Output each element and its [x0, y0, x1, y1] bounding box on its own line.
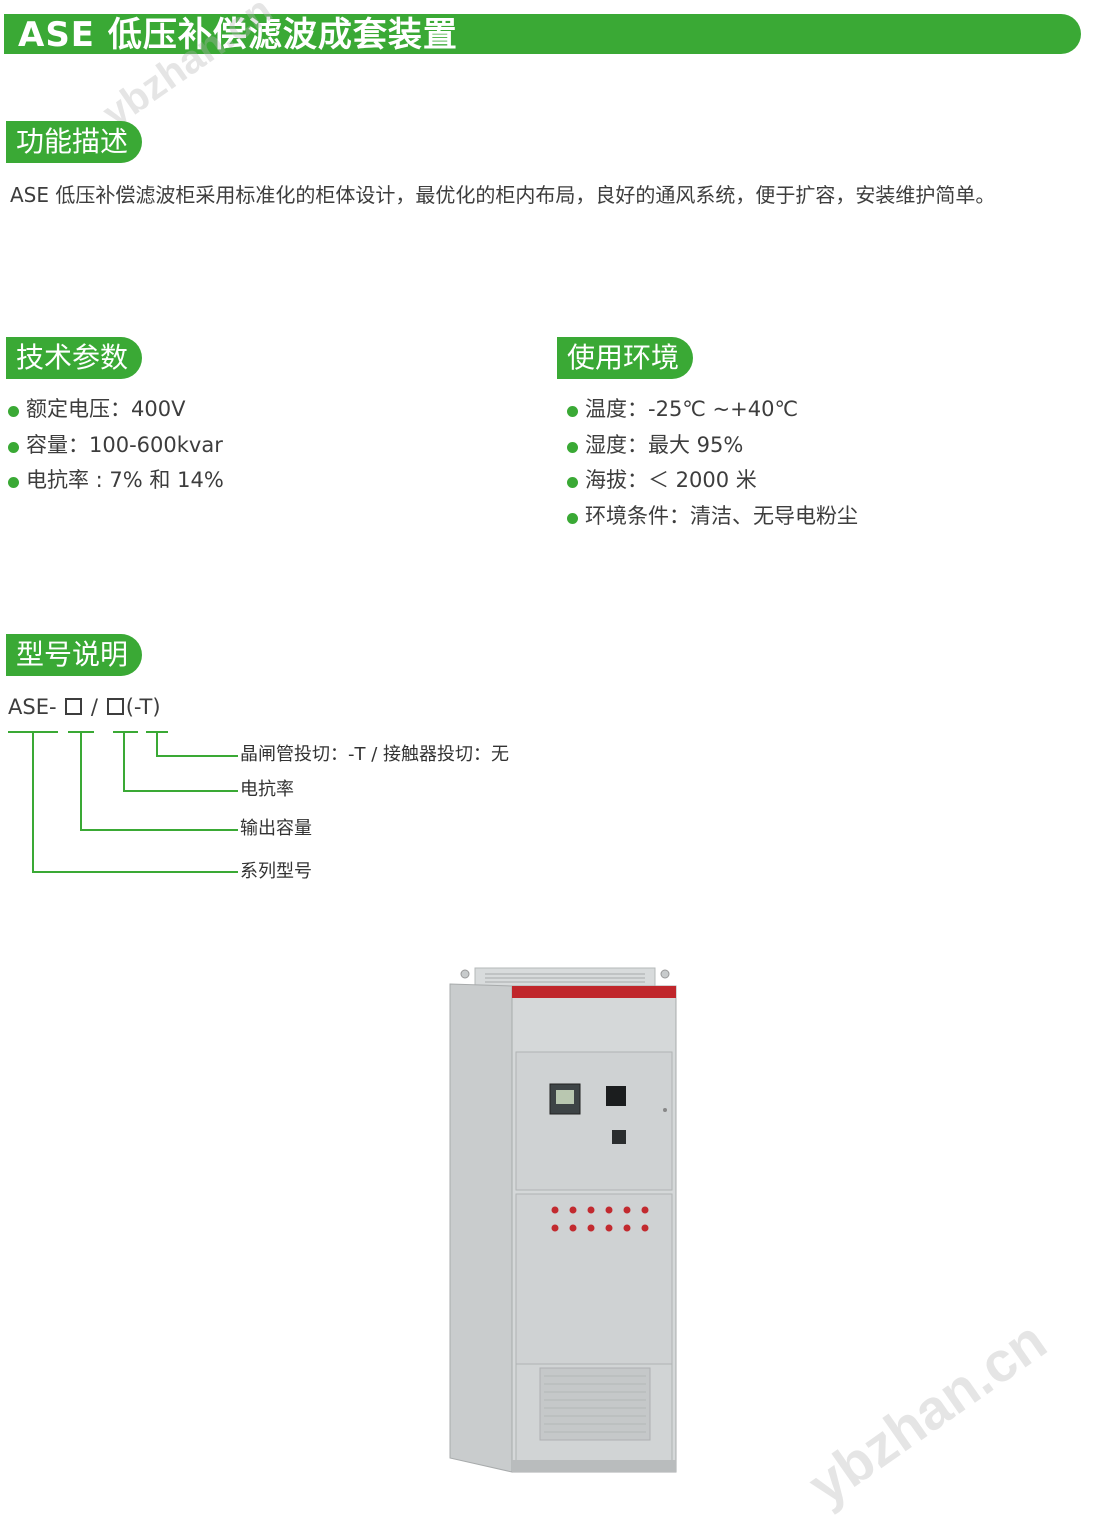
meter-display: [556, 1090, 574, 1104]
legend-series: 系列型号: [240, 861, 312, 882]
door-lock-icon: [663, 1108, 667, 1112]
section-heading-tech: 技术参数: [6, 337, 143, 379]
indicator-square: [606, 1086, 626, 1106]
legend-reactance: 电抗率: [240, 779, 294, 800]
function-description: ASE 低压补偿滤波柜采用标准化的柜体设计，最优化的柜内布局，良好的通风系统，便…: [10, 183, 996, 207]
section-heading-function: 功能描述: [6, 121, 143, 163]
leader-reactance: [123, 732, 238, 792]
model-code: ASE- / (-T): [8, 692, 161, 722]
bullet-icon: [567, 406, 578, 417]
placeholder-box-icon: [65, 698, 83, 715]
cabinet-base: [512, 1460, 676, 1472]
switch-icon: [612, 1130, 626, 1144]
leader-capacity: [80, 732, 238, 831]
list-item: 环境条件：清洁、无导电粉尘: [567, 499, 858, 535]
side-panel: [449, 983, 513, 1473]
model-diagram: [8, 731, 238, 873]
model-code-separator: /: [90, 695, 98, 719]
list-item: 额定电压：400V: [8, 392, 224, 428]
leader-switching: [156, 732, 238, 757]
page-title: ASE 低压补偿滤波成套装置: [18, 15, 458, 55]
top-stripe: [512, 986, 676, 998]
bullet-icon: [8, 477, 19, 488]
title-bar: ASE 低压补偿滤波成套装置: [4, 14, 1081, 55]
legend-capacity: 输出容量: [240, 818, 312, 839]
section-heading-env: 使用环境: [557, 337, 694, 379]
bottom-vent: [539, 1367, 651, 1441]
list-item: 海拔：＜ 2000 米: [567, 463, 858, 499]
list-item: 容量：100-600kvar: [8, 428, 224, 464]
bullet-icon: [8, 406, 19, 417]
bullet-icon: [8, 441, 19, 453]
leader-series: [32, 732, 238, 873]
list-item: 温度：-25℃ ~+40℃: [567, 392, 858, 428]
model-code-prefix: ASE-: [8, 695, 57, 719]
placeholder-box-icon: [106, 698, 124, 715]
upper-door: [515, 1051, 673, 1191]
legend-switching: 晶闸管投切：-T / 接触器投切：无: [240, 744, 509, 765]
env-list: 温度：-25℃ ~+40℃ 湿度：最大 95% 海拔：＜ 2000 米 环境条件…: [567, 392, 858, 534]
tech-params-list: 额定电压：400V 容量：100-600kvar 电抗率 : 7% 和 14%: [8, 392, 224, 499]
list-item: 湿度：最大 95%: [567, 428, 858, 464]
middle-door: [515, 1193, 673, 1365]
cabinet-image: [449, 967, 677, 1473]
list-item: 电抗率 : 7% 和 14%: [8, 463, 224, 499]
lifting-eye-icon: [660, 969, 670, 979]
bullet-icon: [567, 477, 578, 488]
lifting-eye-icon: [460, 969, 470, 979]
bullet-icon: [567, 441, 578, 453]
section-heading-model: 型号说明: [6, 634, 143, 676]
model-code-suffix: (-T): [125, 695, 161, 719]
watermark: ybzhan.cn: [796, 1308, 1058, 1517]
bullet-icon: [567, 512, 578, 524]
